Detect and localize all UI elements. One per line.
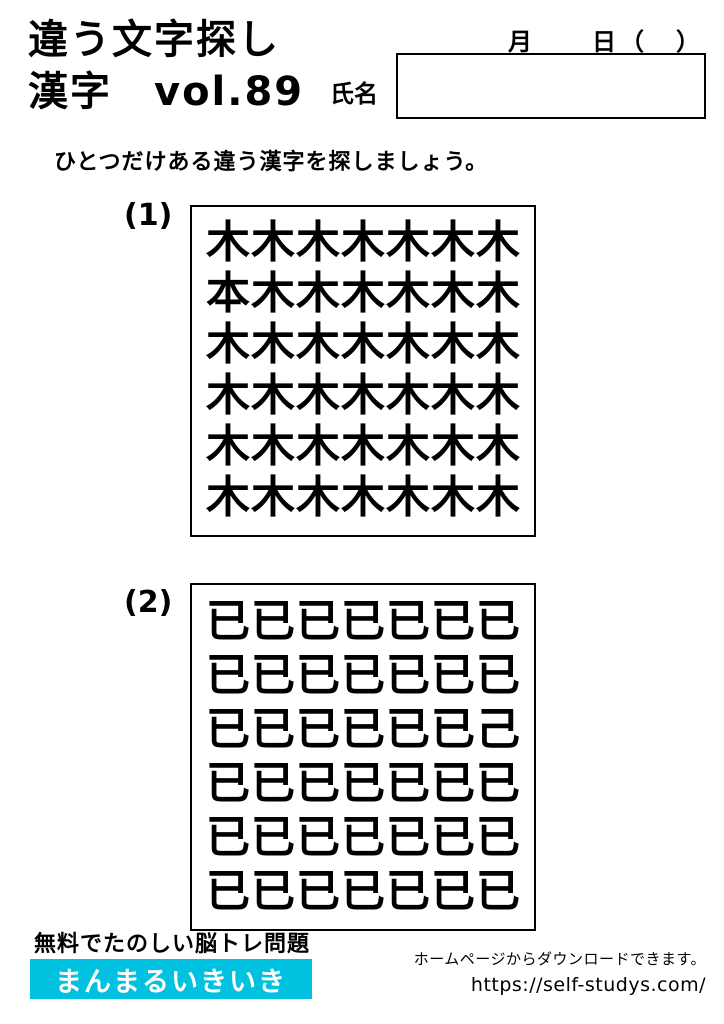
puzzle-2-row: 已已已已已已已	[206, 812, 521, 863]
puzzle-1-row: 木木木木木木木	[206, 421, 521, 472]
puzzle-1-row: 木木木木木木木	[206, 472, 521, 523]
brand-banner: まんまるいきいき	[30, 959, 312, 999]
date-label: 月 日（ ）	[508, 28, 704, 56]
page-title-line2: 漢字 vol.89	[28, 69, 305, 115]
puzzle-1-label: (1)	[124, 198, 173, 233]
footer-url: https://self-studys.com/	[470, 974, 706, 996]
puzzle-2-row: 已已已已已已已	[206, 650, 521, 701]
puzzle-1-grid: 木木木木木木木 本木木木木木木 木木木木木木木 木木木木木木木 木木木木木木木 …	[190, 205, 536, 537]
page-title-line1: 違う文字探し	[28, 17, 280, 63]
page-title: 違う文字探し 漢字 vol.89	[28, 14, 304, 118]
puzzle-2-label: (2)	[124, 585, 173, 620]
puzzle-2-row: 已已已已已已已	[206, 866, 521, 917]
puzzle-2-grid: 已已已已已已已 已已已已已已已 已已已已已已己 已已已已已已已 已已已已已已已 …	[190, 583, 536, 931]
name-input-box	[396, 53, 706, 119]
name-label: 氏名	[330, 80, 378, 108]
puzzle-2-row: 已已已已已已已	[206, 758, 521, 809]
puzzle-2-row: 已已已已已已已	[206, 596, 521, 647]
puzzle-1-row: 木木木木木木木	[206, 370, 521, 421]
puzzle-1-row: 本木木木木木木	[206, 268, 521, 319]
puzzle-1-row: 木木木木木木木	[206, 217, 521, 268]
download-note: ホームページからダウンロードできます。	[413, 950, 706, 968]
puzzle-1-row: 木木木木木木木	[206, 319, 521, 370]
instruction-text: ひとつだけある違う漢字を探しましょう。	[54, 150, 489, 175]
footer-tagline: 無料でたのしい脳トレ問題	[34, 932, 311, 957]
puzzle-2-row: 已已已已已已己	[206, 704, 521, 755]
